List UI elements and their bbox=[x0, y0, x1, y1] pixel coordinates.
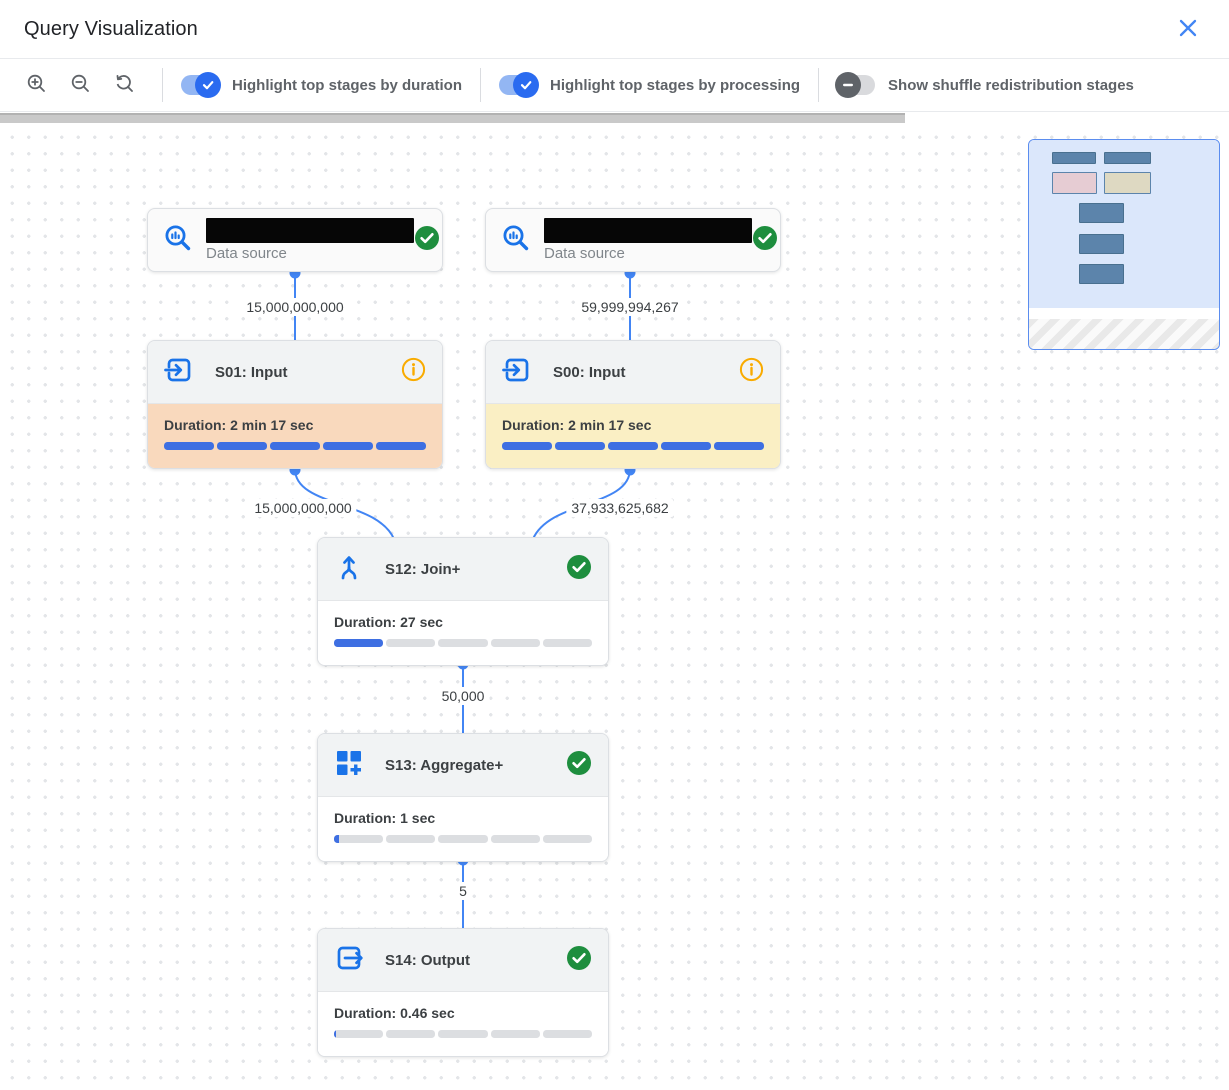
minimap-node-s13 bbox=[1079, 234, 1124, 254]
minimap-viewport bbox=[1029, 140, 1219, 308]
close-button[interactable] bbox=[1173, 14, 1203, 44]
edge-row-count: 37,933,625,682 bbox=[566, 499, 674, 517]
edge-row-count: 15,000,000,000 bbox=[249, 499, 357, 517]
node-stage-s13-aggregate[interactable]: S13: Aggregate+ Duration: 1 sec bbox=[317, 733, 609, 862]
minimap[interactable] bbox=[1028, 139, 1220, 350]
zoom-in-icon bbox=[25, 72, 49, 99]
highlight-processing-toggle[interactable] bbox=[499, 72, 539, 98]
node-stage-s12-join[interactable]: S12: Join+ Duration: 27 sec bbox=[317, 537, 609, 666]
stage-duration-section: Duration: 1 sec bbox=[318, 797, 608, 861]
aggregate-icon bbox=[334, 748, 364, 783]
toggle-thumb-check-icon bbox=[195, 72, 221, 98]
horizontal-scrollbar-thumb[interactable] bbox=[0, 113, 905, 123]
highlight-duration-label: Highlight top stages by duration bbox=[232, 76, 462, 94]
minimap-node-s01 bbox=[1052, 172, 1097, 194]
stage-title: S00: Input bbox=[553, 363, 626, 381]
node-stage-s00-input[interactable]: S00: Input Duration: 2 min 17 sec bbox=[485, 340, 781, 469]
status-success-icon bbox=[566, 554, 592, 585]
data-source-search-icon bbox=[163, 223, 193, 258]
show-shuffle-label: Show shuffle redistribution stages bbox=[888, 76, 1134, 94]
node-stage-s01-input[interactable]: S01: Input Duration: 2 min 17 sec bbox=[147, 340, 443, 469]
zoom-controls bbox=[10, 70, 152, 100]
stage-duration-section: Duration: 2 min 17 sec bbox=[486, 404, 780, 468]
status-success-icon bbox=[566, 945, 592, 976]
toolbar-divider bbox=[818, 68, 820, 102]
input-icon bbox=[502, 355, 532, 390]
toggle-group-shuffle: Show shuffle redistribution stages bbox=[829, 72, 1142, 98]
zoom-out-button[interactable] bbox=[66, 70, 96, 100]
duration-bar bbox=[334, 835, 593, 843]
highlight-processing-label: Highlight top stages by processing bbox=[550, 76, 801, 94]
duration-bar bbox=[334, 639, 593, 647]
toggle-group-processing: Highlight top stages by processing bbox=[491, 72, 808, 98]
data-source-search-icon bbox=[501, 223, 531, 258]
stage-duration-section: Duration: 2 min 17 sec bbox=[148, 404, 442, 468]
graph-canvas[interactable]: 15,000,000,000 59,999,994,267 15,000,000… bbox=[0, 123, 1229, 1090]
show-shuffle-toggle[interactable] bbox=[835, 72, 876, 98]
toolbar-divider bbox=[480, 68, 481, 102]
join-icon bbox=[334, 552, 364, 587]
zoom-reset-icon bbox=[113, 72, 137, 99]
input-icon bbox=[164, 355, 194, 390]
duration-bar bbox=[334, 1030, 593, 1038]
node-data-source-2[interactable]: Data source bbox=[485, 208, 781, 272]
edge-row-count: 50,000 bbox=[436, 687, 490, 705]
redacted-table-name bbox=[206, 218, 414, 243]
panel-header: Query Visualization bbox=[0, 0, 1229, 59]
edge-row-count: 15,000,000,000 bbox=[241, 298, 349, 316]
duration-label: Duration: 27 sec bbox=[334, 614, 443, 630]
stage-duration-section: Duration: 27 sec bbox=[318, 601, 608, 665]
node-stage-s14-output[interactable]: S14: Output Duration: 0.46 sec bbox=[317, 928, 609, 1057]
duration-label: Duration: 2 min 17 sec bbox=[164, 417, 314, 433]
stage-title: S12: Join+ bbox=[385, 560, 461, 578]
minimap-out-of-bounds-stripes bbox=[1029, 319, 1219, 349]
zoom-out-icon bbox=[69, 72, 93, 99]
minimap-node-ds2 bbox=[1104, 152, 1151, 164]
duration-label: Duration: 0.46 sec bbox=[334, 1005, 455, 1021]
edge-row-count: 59,999,994,267 bbox=[576, 298, 684, 316]
edge-row-count: 5 bbox=[454, 882, 472, 900]
status-success-icon bbox=[752, 225, 778, 256]
horizontal-scrollbar[interactable] bbox=[0, 113, 1229, 123]
toggle-group-duration: Highlight top stages by duration bbox=[173, 72, 470, 98]
duration-bar bbox=[164, 442, 426, 450]
data-source-label: Data source bbox=[544, 245, 625, 262]
redacted-table-name bbox=[544, 218, 752, 243]
zoom-reset-button[interactable] bbox=[110, 70, 140, 100]
minimap-node-s12 bbox=[1079, 203, 1124, 223]
duration-label: Duration: 1 sec bbox=[334, 810, 436, 826]
zoom-in-button[interactable] bbox=[22, 70, 52, 100]
minimap-node-s14 bbox=[1079, 264, 1124, 284]
duration-bar bbox=[502, 442, 764, 450]
stage-title: S01: Input bbox=[215, 363, 288, 381]
status-success-icon bbox=[414, 225, 440, 256]
stage-title: S13: Aggregate+ bbox=[385, 756, 504, 774]
data-source-label: Data source bbox=[206, 245, 287, 262]
close-icon bbox=[1176, 16, 1200, 43]
toggle-thumb-minus-icon bbox=[835, 72, 862, 98]
minimap-node-ds1 bbox=[1052, 152, 1096, 164]
stage-title: S14: Output bbox=[385, 951, 470, 969]
toolbar: Highlight top stages by duration Highlig… bbox=[0, 59, 1229, 112]
duration-label: Duration: 2 min 17 sec bbox=[502, 417, 652, 433]
output-icon bbox=[334, 943, 364, 978]
status-success-icon bbox=[566, 750, 592, 781]
node-data-source-1[interactable]: Data source bbox=[147, 208, 443, 272]
toolbar-divider bbox=[162, 68, 163, 102]
minimap-node-s00 bbox=[1104, 172, 1151, 194]
highlight-duration-toggle[interactable] bbox=[181, 72, 221, 98]
status-info-icon[interactable] bbox=[739, 357, 764, 387]
status-info-icon[interactable] bbox=[401, 357, 426, 387]
page-title: Query Visualization bbox=[24, 17, 198, 40]
toggle-thumb-check-icon bbox=[513, 72, 539, 98]
stage-duration-section: Duration: 0.46 sec bbox=[318, 992, 608, 1056]
